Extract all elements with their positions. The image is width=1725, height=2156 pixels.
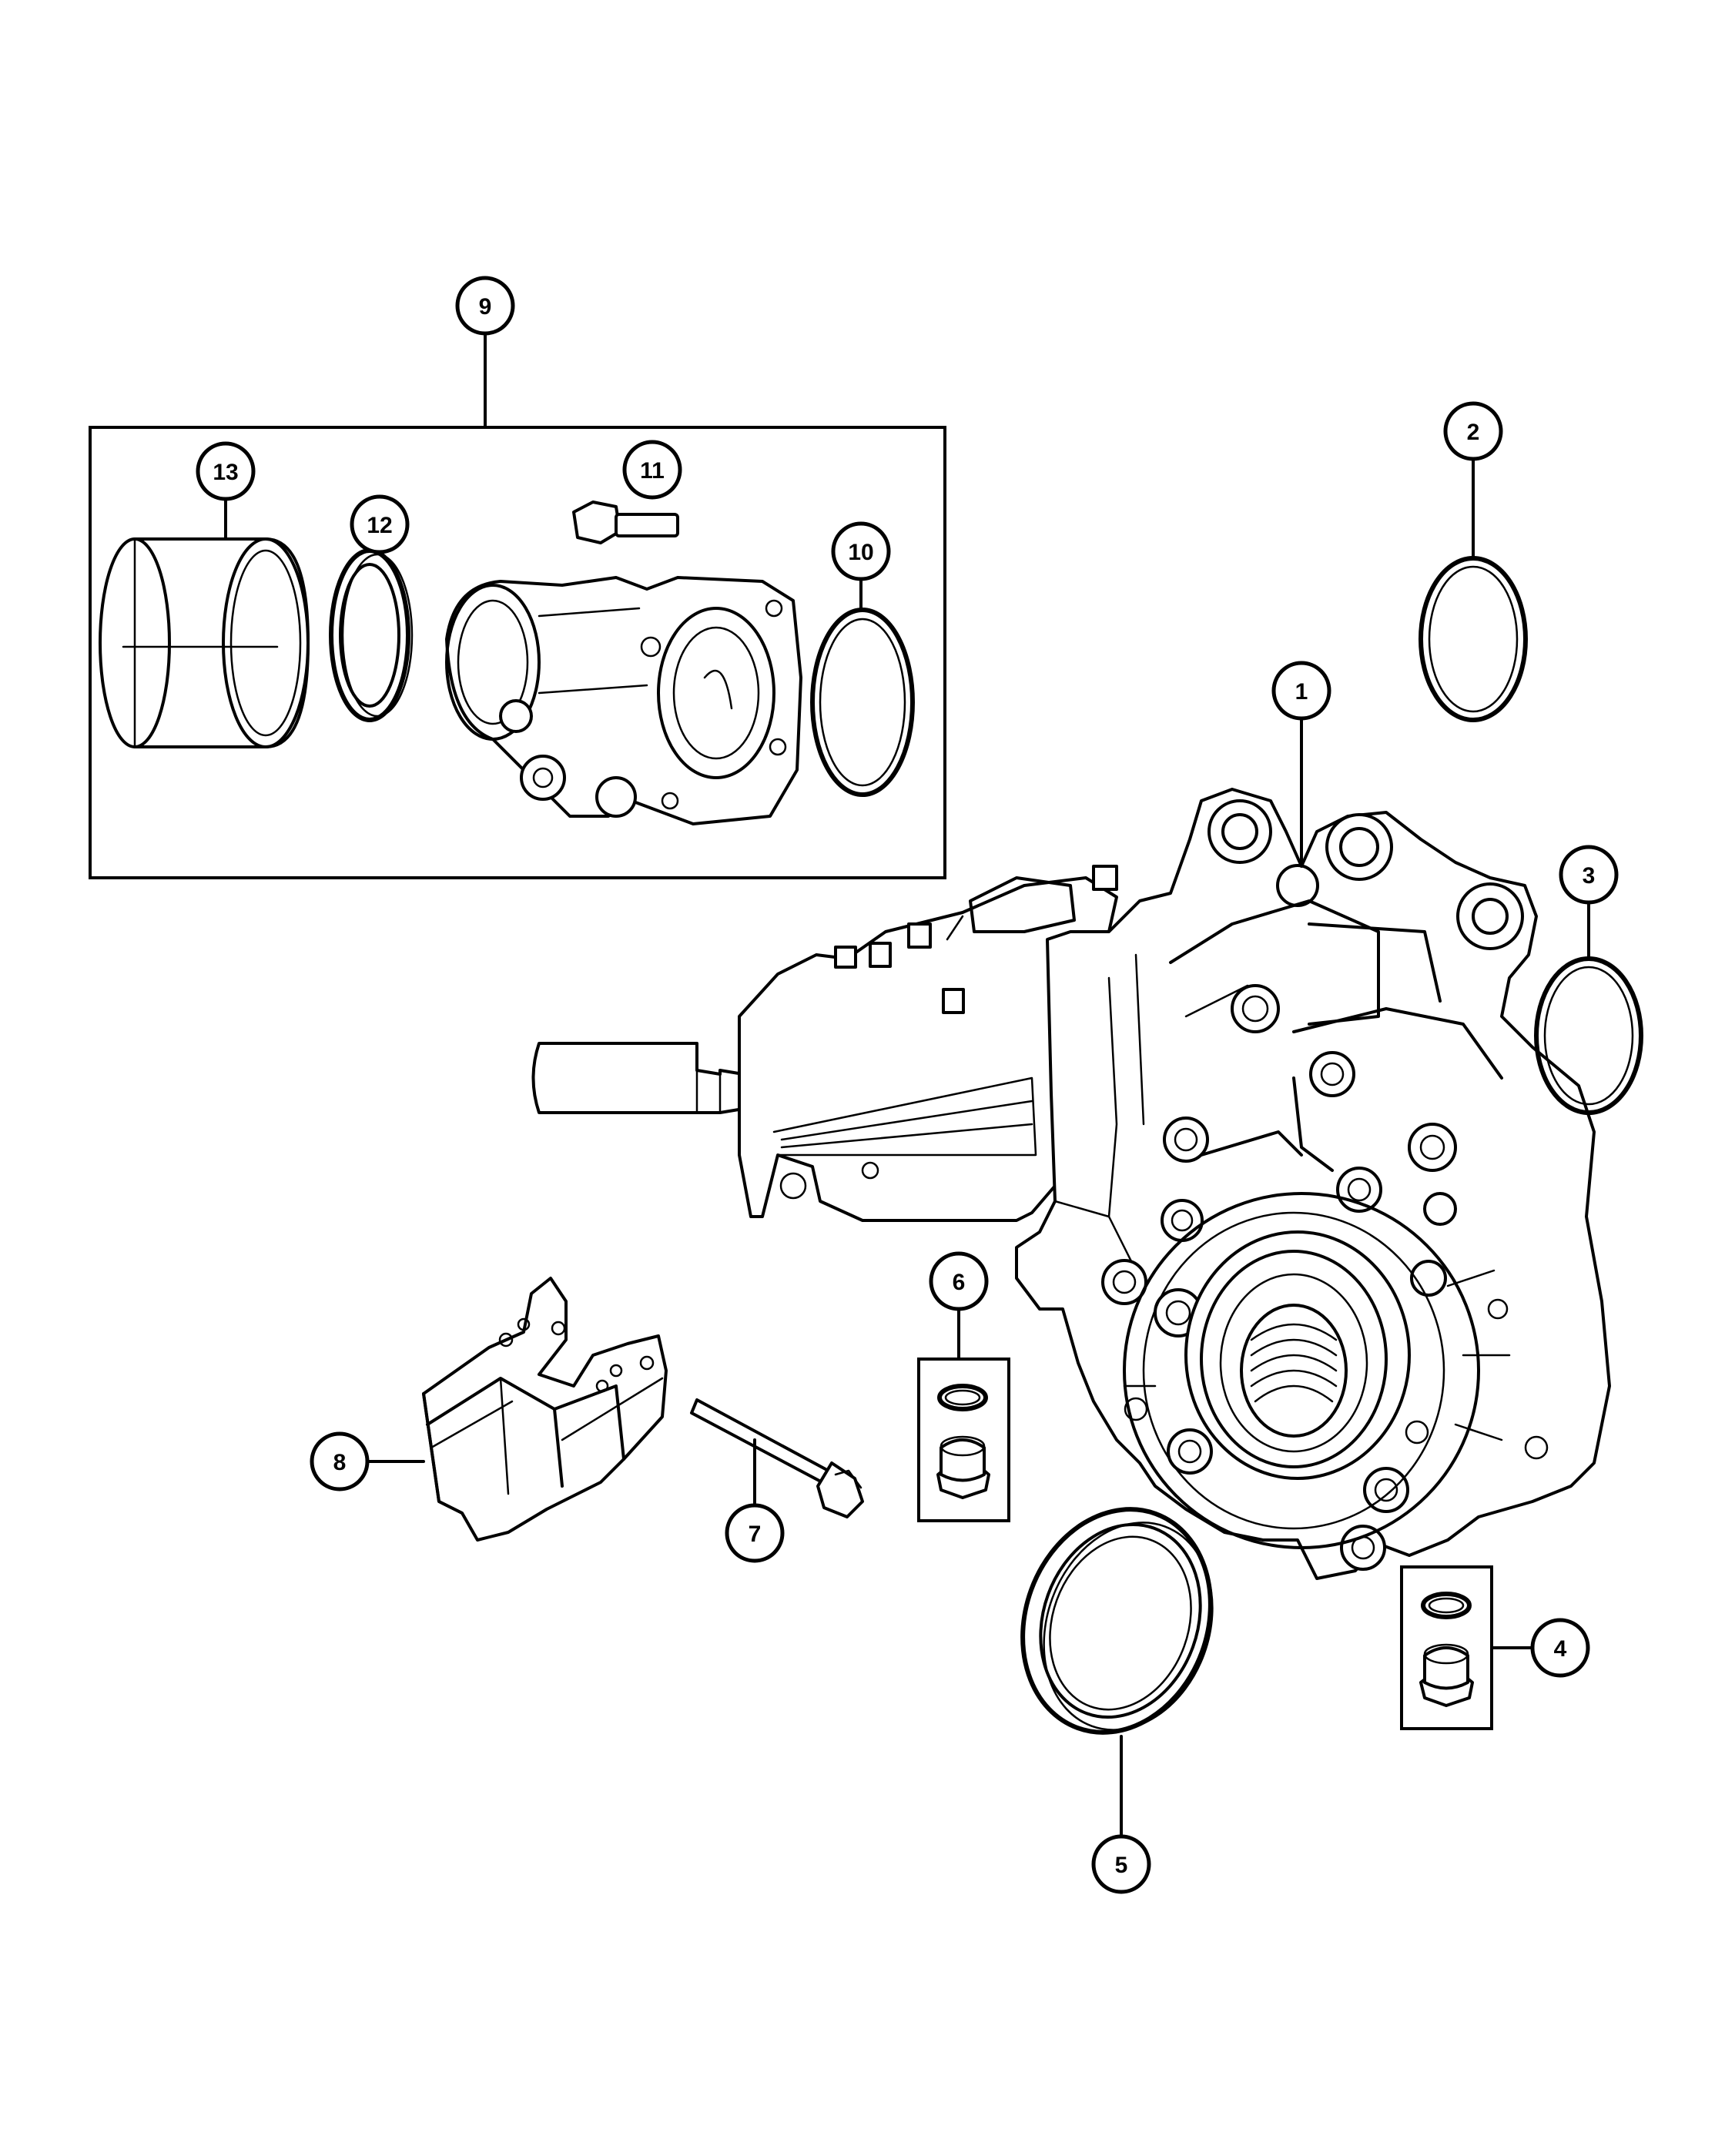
part-7-bolt bbox=[690, 1398, 864, 1518]
svg-text:7: 7 bbox=[749, 1522, 762, 1547]
case-bolt bbox=[1524, 1435, 1549, 1460]
part-10-o-ring bbox=[810, 608, 915, 797]
svg-text:6: 6 bbox=[953, 1270, 966, 1295]
part-12-seal bbox=[329, 548, 414, 722]
callout-6: 6 bbox=[929, 1251, 989, 1311]
top-bolt bbox=[834, 946, 857, 969]
callout-7: 7 bbox=[725, 1503, 785, 1563]
case-bolt bbox=[1363, 1467, 1409, 1513]
svg-text:8: 8 bbox=[333, 1450, 347, 1475]
svg-text:4: 4 bbox=[1554, 1636, 1567, 1662]
callout-8: 8 bbox=[310, 1431, 370, 1491]
svg-text:2: 2 bbox=[1467, 420, 1480, 445]
callout-12: 12 bbox=[350, 494, 410, 554]
case-bolt bbox=[1309, 1051, 1355, 1097]
callout-4: 4 bbox=[1530, 1618, 1590, 1678]
svg-text:1: 1 bbox=[1295, 679, 1308, 705]
part-5-seal bbox=[1020, 1507, 1214, 1735]
callout-1: 1 bbox=[1271, 661, 1331, 721]
callout-3: 3 bbox=[1559, 845, 1619, 905]
case-bolt bbox=[1423, 1192, 1457, 1226]
case-bolt bbox=[1405, 1420, 1429, 1445]
case-bolt bbox=[1101, 1259, 1147, 1305]
part-13-sleeve bbox=[99, 537, 310, 748]
part-9-coupling-housing bbox=[445, 576, 802, 825]
top-bolt bbox=[1092, 865, 1118, 891]
top-bolt bbox=[942, 988, 965, 1014]
part-1-transfer-case bbox=[531, 788, 1611, 1580]
callout-5: 5 bbox=[1091, 1834, 1151, 1894]
case-bolt bbox=[1163, 1116, 1209, 1163]
svg-text:13: 13 bbox=[213, 460, 238, 485]
case-bolt bbox=[1167, 1428, 1213, 1475]
callout-2: 2 bbox=[1443, 401, 1503, 461]
part-3-o-ring bbox=[1534, 956, 1643, 1115]
callout-9: 9 bbox=[455, 276, 515, 336]
callout-11: 11 bbox=[622, 440, 682, 500]
part-11-bolt bbox=[572, 500, 679, 544]
top-bolt bbox=[869, 942, 892, 968]
case-bolt bbox=[1340, 1525, 1386, 1571]
callout-13: 13 bbox=[196, 441, 256, 501]
top-bolt bbox=[907, 922, 932, 949]
svg-text:5: 5 bbox=[1115, 1853, 1128, 1878]
svg-text:11: 11 bbox=[640, 458, 665, 484]
case-bolt bbox=[1487, 1298, 1509, 1320]
svg-text:9: 9 bbox=[479, 294, 492, 320]
part-2-o-ring bbox=[1419, 556, 1528, 722]
callout-10: 10 bbox=[831, 521, 891, 581]
part-4-plug-and-washer bbox=[1419, 1592, 1474, 1707]
case-bolt bbox=[1408, 1123, 1457, 1172]
svg-text:3: 3 bbox=[1583, 863, 1596, 889]
kit-group-box bbox=[89, 426, 946, 879]
case-bolt bbox=[1161, 1199, 1204, 1242]
svg-text:10: 10 bbox=[848, 540, 873, 565]
svg-text:12: 12 bbox=[367, 513, 392, 538]
case-bolt bbox=[1124, 1397, 1148, 1421]
part-6-plug-and-washer bbox=[936, 1384, 990, 1499]
part-6-plug-kit-box bbox=[917, 1358, 1010, 1522]
part-8-mount-bracket bbox=[422, 1277, 668, 1542]
